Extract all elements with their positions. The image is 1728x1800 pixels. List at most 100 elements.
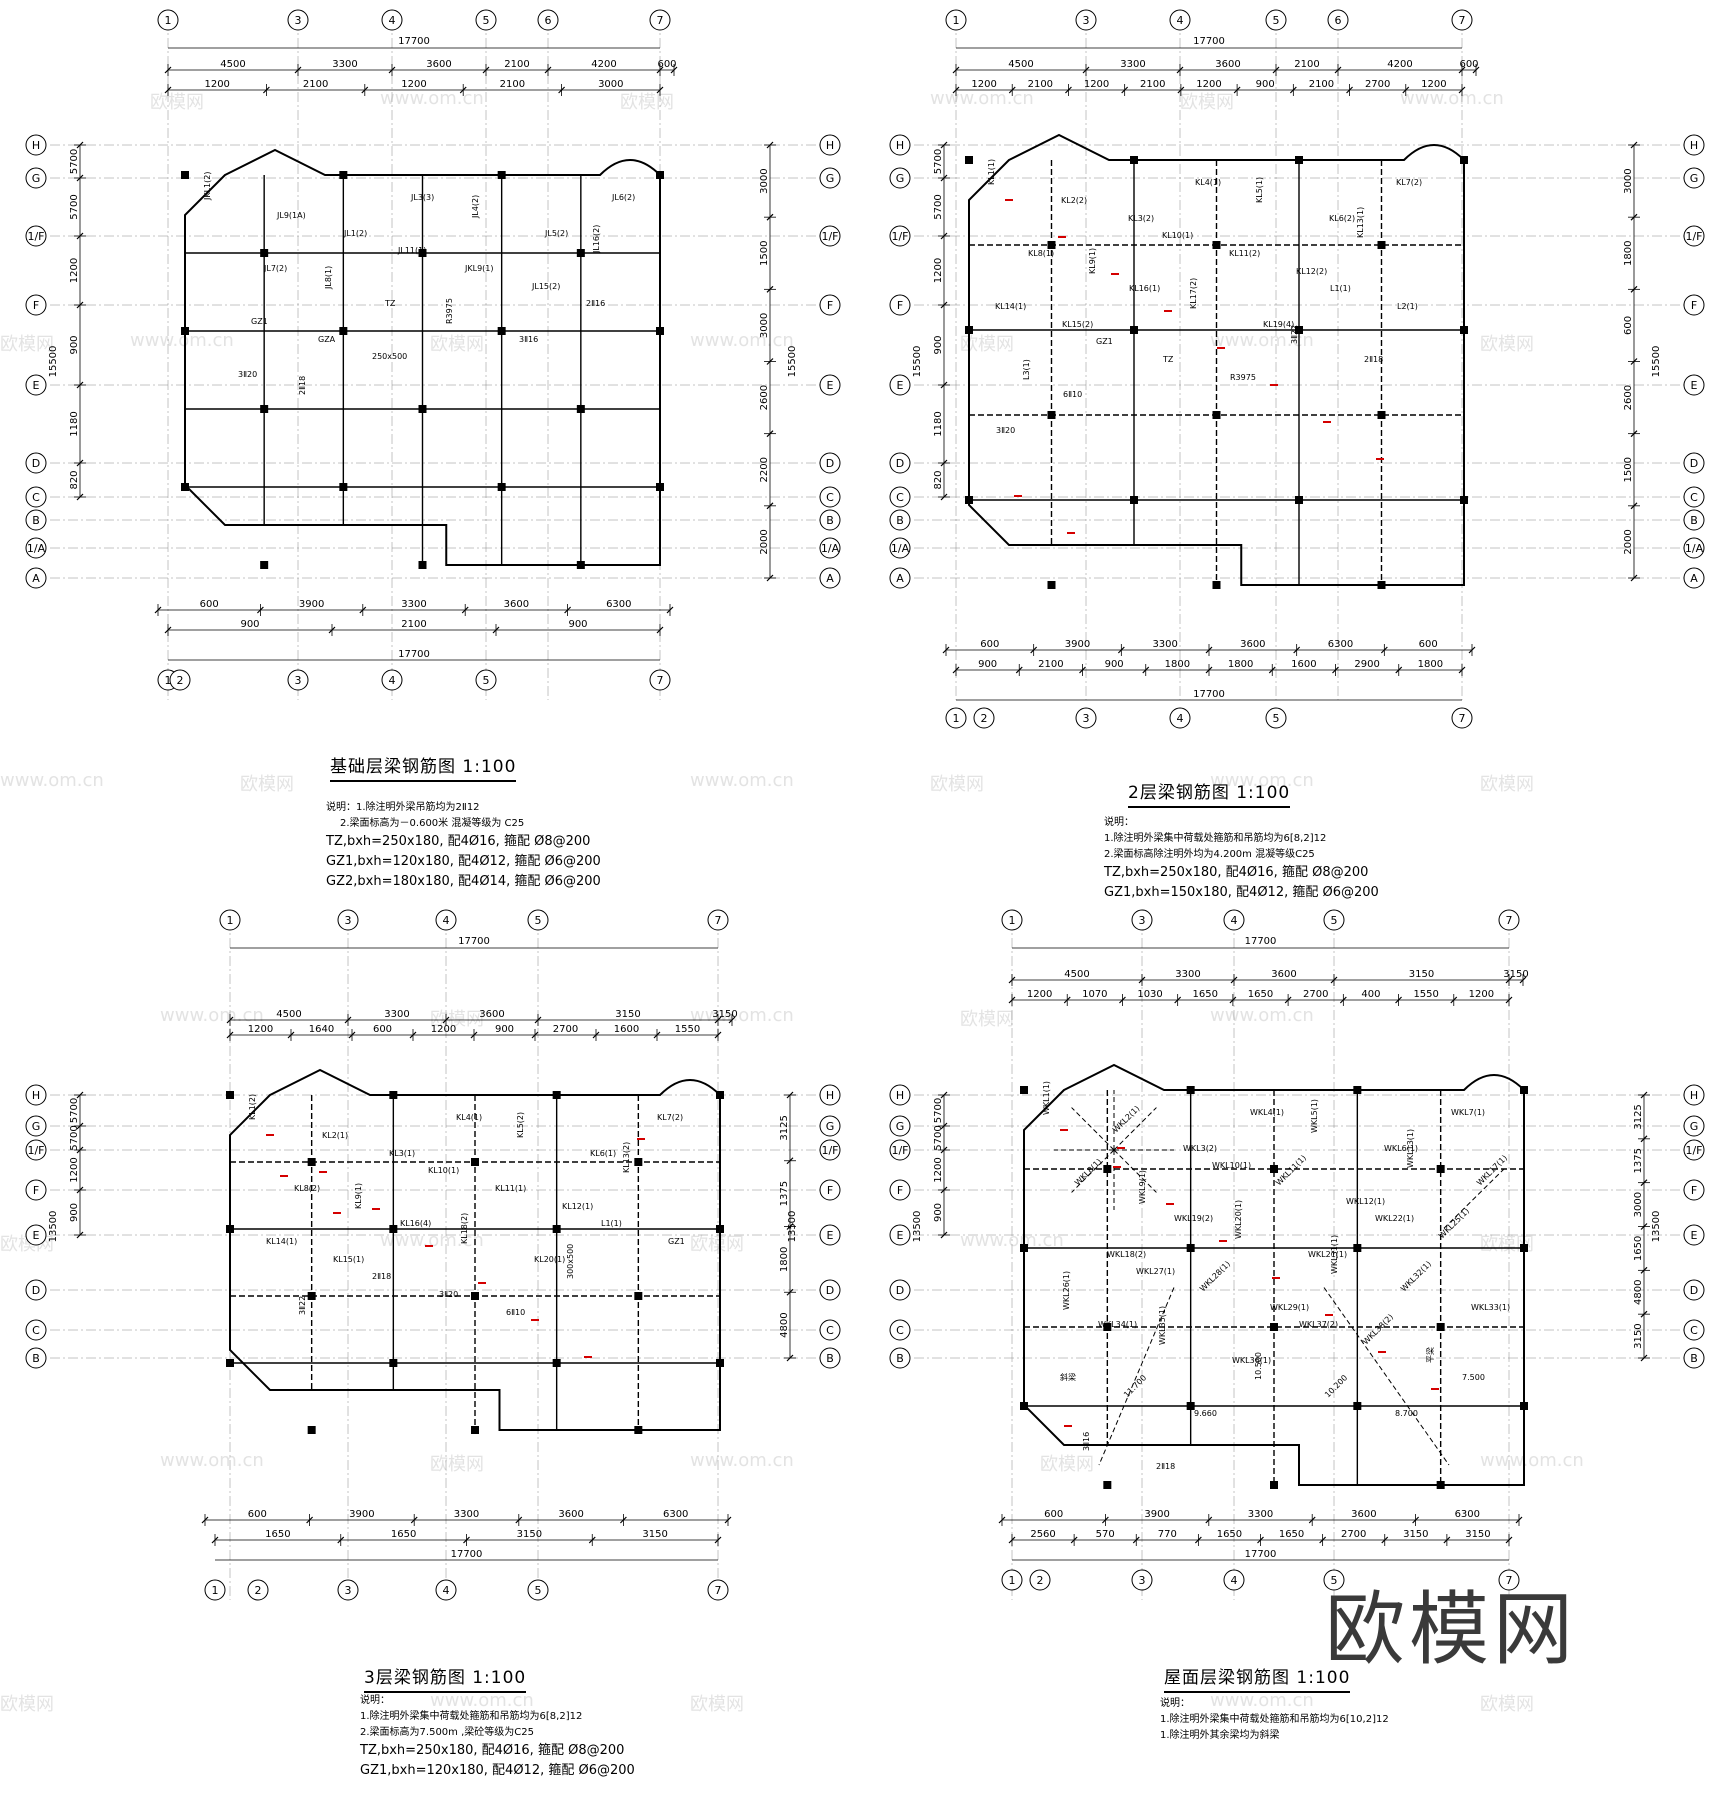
- column: [1520, 1402, 1528, 1410]
- dimension-value: 1800: [779, 1247, 790, 1272]
- column: [716, 1225, 724, 1233]
- axis-bubble: [819, 1115, 841, 1137]
- dimension-value: 3000: [1623, 168, 1634, 193]
- dimension-value: 3300: [401, 599, 426, 610]
- axis-label-left: C: [896, 491, 904, 504]
- watermark: 欧模网: [1480, 1694, 1534, 1715]
- axis-label-right: G: [1690, 172, 1699, 185]
- axis-bubble: [889, 294, 911, 316]
- beam-annotation: WKL37(2): [1299, 1320, 1338, 1329]
- slope-beam: [1113, 1149, 1157, 1193]
- dimension-value: 1550: [675, 1024, 700, 1035]
- column: [1460, 496, 1468, 504]
- axis-label-left: H: [32, 1089, 40, 1102]
- dimension-value: 1650: [1279, 1529, 1304, 1540]
- dimension-value: 5700: [933, 149, 944, 174]
- axis-label-right: B: [1690, 1352, 1698, 1365]
- beam-annotation: KL14(1): [266, 1237, 297, 1246]
- dimension-value: 3150: [1403, 1529, 1428, 1540]
- beam-annotation: R3975: [445, 298, 454, 324]
- column: [1212, 581, 1221, 589]
- dimension-slash: [1205, 1516, 1213, 1524]
- building-outline: [184, 148, 661, 566]
- axis-bubble: [819, 225, 841, 247]
- dimension-value: 900: [1105, 659, 1124, 670]
- dimension-slash: [1505, 976, 1513, 984]
- dimension-slash: [1505, 1536, 1513, 1544]
- beam-annotation: KL4(1): [456, 1113, 482, 1122]
- watermark: 欧模网: [1480, 774, 1534, 795]
- beam-annotation: KL20(1): [534, 1255, 565, 1264]
- dimension-slash: [1640, 1179, 1648, 1187]
- watermark: www.om.cn: [1210, 330, 1314, 351]
- axis-label-left: G: [32, 1120, 41, 1133]
- dimension-value: 2100: [1294, 59, 1319, 70]
- beam-annotation: GZ1: [668, 1237, 685, 1246]
- dimension-slash: [76, 1231, 84, 1239]
- dimension-slash: [348, 1031, 356, 1039]
- dimension-value: 3900: [1065, 639, 1090, 650]
- axis-label-top: 3: [295, 14, 302, 27]
- axis-label-bottom: 1: [212, 1584, 219, 1597]
- beam-annotation: 平梁: [1426, 1347, 1435, 1363]
- dimension-slash: [256, 606, 264, 614]
- column: [1020, 1244, 1028, 1252]
- column: [1212, 241, 1221, 249]
- axis-label-left: B: [32, 514, 40, 527]
- beam-annotation: R3975: [1230, 373, 1256, 382]
- dimension-value: 4200: [1387, 59, 1412, 70]
- axis-bubble: [169, 669, 191, 691]
- beam-annotation: WKL28(1): [1198, 1259, 1232, 1293]
- axis-bubble: [25, 509, 47, 531]
- axis-bubble: [25, 1224, 47, 1246]
- dimension-total: 15500: [787, 346, 798, 378]
- dimension-slash: [1132, 1536, 1140, 1544]
- axis-label-top: 1: [953, 14, 960, 27]
- column: [1353, 1402, 1362, 1410]
- axis-bubble: [889, 567, 911, 589]
- axis-bubble: [25, 374, 47, 396]
- dimension-slash: [619, 1516, 627, 1524]
- axis-label-left: F: [33, 299, 39, 312]
- note-line: 说明：1.除注明外梁吊筋均为2Ⅱ12: [326, 802, 480, 813]
- axis-bubble: [337, 1579, 359, 1601]
- beam-annotation: KL6(2): [1329, 214, 1355, 223]
- axis-label-left: C: [32, 491, 40, 504]
- column: [965, 156, 973, 164]
- beam-annotation: WKL3(2): [1183, 1144, 1217, 1153]
- beam-annotation: 3Ⅱ20: [439, 1290, 458, 1299]
- dimension-slash: [1640, 1354, 1648, 1362]
- dimension-value: 1200: [1084, 79, 1109, 90]
- axis-label-top: 4: [389, 14, 396, 27]
- dimension-slash: [656, 66, 664, 74]
- axis-bubble: [1075, 707, 1097, 729]
- watermark: www.om.cn: [380, 88, 484, 109]
- dimension-value: 3900: [349, 1509, 374, 1520]
- dimension-slash: [1472, 66, 1480, 74]
- column: [716, 1091, 724, 1099]
- beam-annotation: KL12(2): [1296, 267, 1327, 276]
- axis-bubble: [1683, 1319, 1705, 1341]
- dimension-slash: [1079, 666, 1086, 674]
- dimension-slash: [940, 1146, 948, 1154]
- beam-annotation: WKL33(1): [1471, 1303, 1510, 1312]
- axis-label-bottom: 3: [1139, 1574, 1146, 1587]
- axis-bubble: [25, 486, 47, 508]
- dimension-slash: [164, 626, 172, 634]
- dimension-value: 3300: [1120, 59, 1145, 70]
- axis-label-left: 1/F: [27, 1144, 44, 1157]
- axis-bubble: [25, 452, 47, 474]
- beam-annotation: WKL20(1): [1234, 1200, 1243, 1239]
- column: [1353, 1244, 1362, 1252]
- beam-annotation: WKL34(1): [1098, 1320, 1137, 1329]
- slope-beam: [1098, 1287, 1175, 1466]
- axis-bubble: [889, 134, 911, 156]
- axis-bubble: [819, 167, 841, 189]
- axis-label-top: 6: [545, 14, 552, 27]
- dimension-total: 17700: [458, 936, 490, 947]
- beam-annotation: WKL12(1): [1346, 1197, 1385, 1206]
- axis-label-bottom: 3: [1083, 712, 1090, 725]
- dimension-value: 2700: [553, 1024, 578, 1035]
- dimension-value: 5700: [69, 194, 80, 219]
